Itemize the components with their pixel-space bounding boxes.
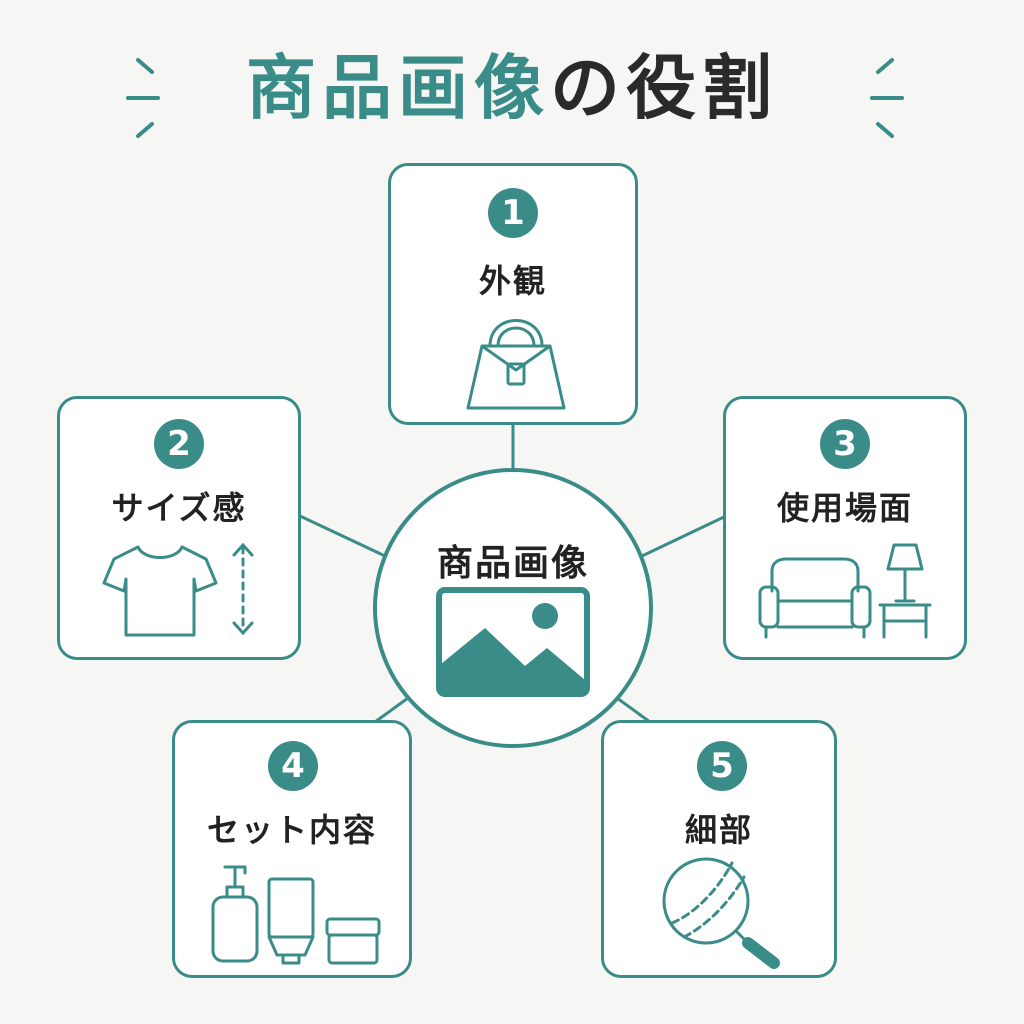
card-label-appearance: 外観 [478,262,547,300]
sofa-lamp-icon [758,543,932,639]
number-badge-4: 4 [268,741,318,791]
title-accent: 商品画像 [246,47,550,129]
hub-label: 商品画像 [436,543,589,584]
card-label-size: サイズ感 [111,489,247,527]
card-size: 2 サイズ感 [57,396,301,660]
page-title: 商品画像の役割 [0,40,1024,136]
connector-5 [616,696,651,724]
card-set-contents: 4 セット内容 [172,720,412,978]
number-badge-1: 1 [488,188,538,238]
tshirt-icon [102,545,218,637]
cosmetics-set-icon [211,865,381,965]
magnifier-icon [662,857,780,969]
connector-3 [641,514,727,558]
card-label-usage-scene: 使用場面 [776,489,913,527]
connector-2 [299,514,386,558]
card-usage-scene: 3 使用場面 [723,396,967,660]
handbag-icon [466,319,566,410]
hub-circle: 商品画像 [373,468,653,748]
card-label-details: 細部 [684,811,753,849]
connector-4 [374,696,409,724]
card-details: 5 細部 [601,720,837,978]
number-badge-3: 3 [820,419,870,469]
size-arrow-icon [232,542,254,636]
number-badge-2: 2 [154,419,204,469]
number-badge-5: 5 [697,741,747,791]
card-appearance: 1 外観 [388,163,638,425]
landscape-image-icon [436,587,590,697]
title-rest: の役割 [550,47,778,129]
title-spark-right-icon [870,58,904,138]
title-spark-left-icon [126,58,160,138]
card-label-set-contents: セット内容 [206,811,377,849]
